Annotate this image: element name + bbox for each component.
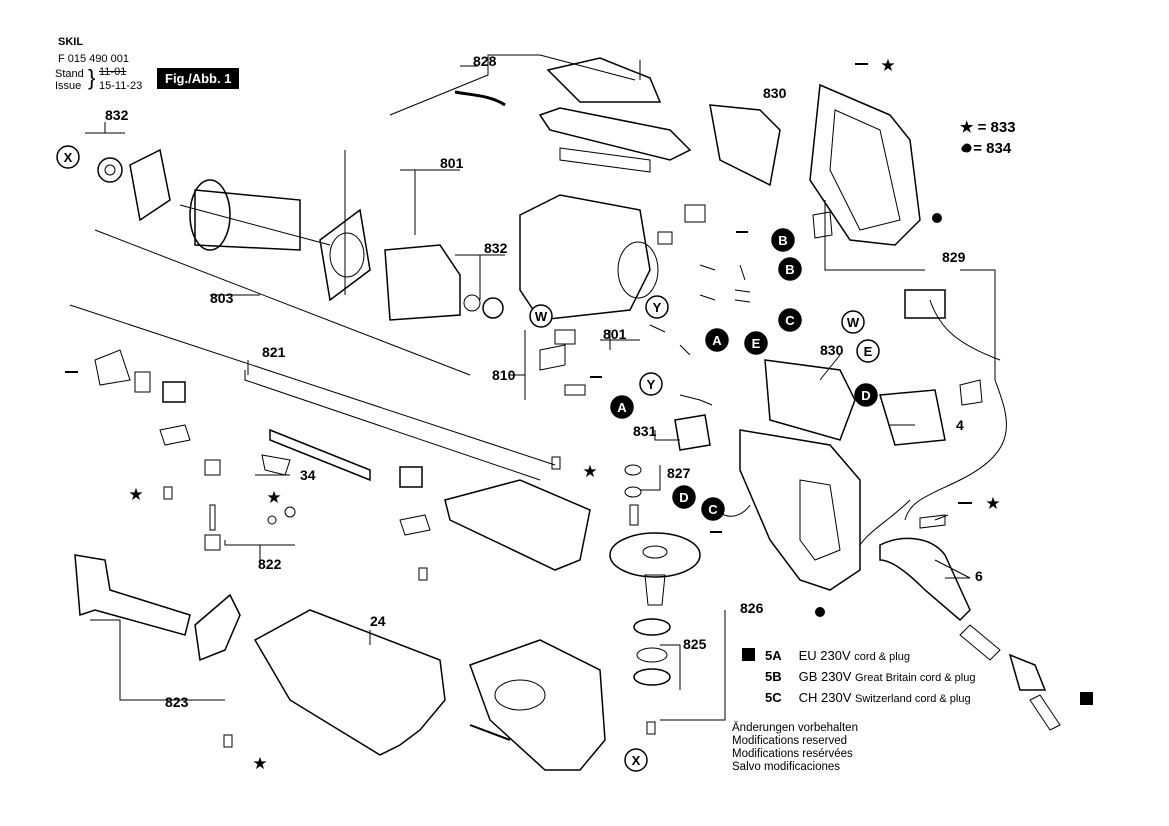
svg-text:C: C [708,502,718,517]
variant-detail: cord & plug [854,651,910,663]
part-number-label: 830 [763,85,787,101]
reference-marker: D [854,383,878,407]
mod-line: Salvo modificaciones [732,761,841,773]
mod-line: Modifications resérvées [732,748,853,760]
svg-text:A: A [712,333,722,348]
star-icon: ★ [128,485,143,504]
figure-badge: Fig./Abb. 1 [157,68,240,89]
svg-text:D: D [861,388,870,403]
svg-text:W: W [535,309,548,324]
reference-marker: W [529,304,553,328]
variant-detail: Great Britain cord & plug [855,672,976,684]
part-number-label: 826 [740,600,764,616]
svg-text:B: B [785,262,794,277]
square-marker-icon [742,648,755,661]
stand-value: 11-01 [99,66,127,78]
mod-line: Modifications reserved [732,735,848,747]
part-number-label: 825 [683,636,707,652]
svg-text:E: E [752,336,761,351]
part-number-label: 829 [942,249,966,265]
part-number-label: 827 [667,465,691,481]
mod-line: Änderungen vorbehalten [732,722,858,734]
reference-marker: C [701,497,725,521]
variant-detail: Switzerland cord & plug [855,693,971,705]
reference-marker: Y [639,372,663,396]
star-icon: ★ [880,56,895,75]
legend-dot-834: ● = 834 [960,140,1012,157]
modifications-note: Änderungen vorbehalten Modifications res… [732,722,858,774]
part-number-label: 810 [492,367,516,383]
part-number-label: 24 [370,613,386,629]
svg-text:X: X [632,753,641,768]
variant-text: CH 230V [798,690,852,705]
svg-text:Y: Y [647,377,656,392]
svg-text:X: X [64,150,73,165]
square-marker-icon [1080,692,1093,705]
variant-code: 5B [765,669,782,684]
reference-marker: E [744,331,768,355]
part-number: F 015 490 001 [58,53,129,65]
part-number-label: 831 [633,423,657,439]
svg-text:A: A [617,400,627,415]
variant-code: 5A [765,648,782,663]
part-number-label: 34 [300,467,316,483]
reference-marker: B [771,228,795,252]
reference-marker: E [856,339,880,363]
legend-star-833: ★ = 833 [960,119,1016,136]
part-number-label: 803 [210,290,234,306]
reference-marker: D [672,485,696,509]
reference-marker: Y [645,295,669,319]
variant-code: 5C [765,690,782,705]
part-number-label: 832 [105,107,129,123]
reference-marker: B [778,257,802,281]
reference-marker: X [56,145,80,169]
variant-text: EU 230V [798,648,851,663]
stand-label: Stand [55,68,84,80]
reference-marker: A [705,328,729,352]
star-icon: ★ [985,494,1000,513]
svg-text:B: B [778,233,787,248]
reference-marker: X [624,748,648,772]
part-number-label: 4 [956,417,964,433]
brand-label: SKIL [58,36,84,48]
svg-text:W: W [847,315,860,330]
part-number-label: 801 [603,326,627,342]
svg-text:C: C [785,313,795,328]
star-icon: ★ [266,488,281,507]
issue-value: 15-11-23 [99,80,143,92]
star-icon: ★ [582,462,597,481]
variant-legend: 5A EU 230V cord & plug 5B GB 230V Great … [742,646,975,709]
part-number-label: 821 [262,344,286,360]
svg-text:D: D [679,490,688,505]
variant-row: 5B GB 230V Great Britain cord & plug [742,667,975,688]
issue-label: Issue [55,80,82,92]
brace-icon: } [88,65,96,90]
part-number-label: 828 [473,53,497,69]
part-number-label: 830 [820,342,844,358]
reference-marker: A [610,395,634,419]
svg-text:Y: Y [653,300,662,315]
part-number-label: 823 [165,694,189,710]
reference-marker: W [841,310,865,334]
part-number-label: 6 [975,568,983,584]
variant-text: GB 230V [798,669,852,684]
part-number-label: 822 [258,556,282,572]
star-icon: ★ [252,754,267,773]
variant-row: 5A EU 230V cord & plug [742,646,975,667]
variant-row: 5C CH 230V Switzerland cord & plug [742,688,975,709]
svg-text:E: E [864,344,873,359]
reference-marker: C [778,308,802,332]
part-number-label: 801 [440,155,464,171]
part-number-label: 832 [484,240,508,256]
